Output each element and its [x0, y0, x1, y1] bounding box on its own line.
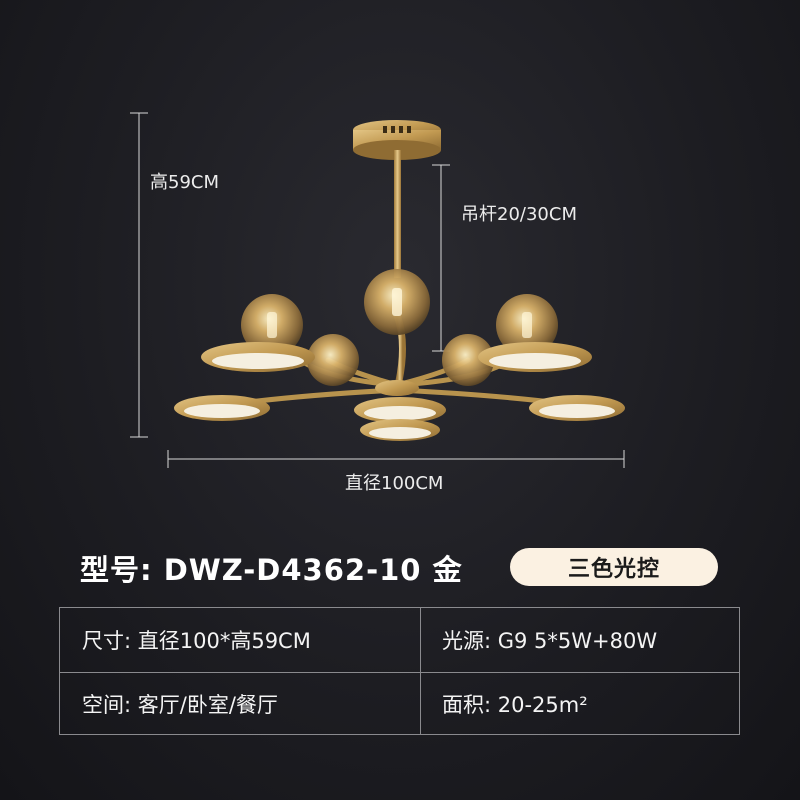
- spec-light-source: 光源: G9 5*5W+80W: [442, 628, 658, 653]
- model-number: 型号: DWZ-D4362-10 金: [80, 553, 463, 587]
- central-hub: [375, 380, 419, 396]
- down-rod: [394, 150, 401, 278]
- rod-length-label: 吊杆20/30CM: [461, 204, 577, 225]
- rod-dimension-line: [432, 164, 450, 352]
- spec-row: 空间: 客厅/卧室/餐厅 面积: 20-25m²: [60, 672, 739, 736]
- height-label: 高59CM: [150, 172, 220, 193]
- spec-table: 尺寸: 直径100*高59CM 光源: G9 5*5W+80W 空间: 客厅/卧…: [59, 607, 740, 735]
- spec-size: 尺寸: 直径100*高59CM: [82, 628, 311, 653]
- led-rings: [174, 342, 625, 441]
- height-dimension-line: [130, 112, 148, 438]
- glass-globes: [241, 269, 558, 386]
- product-stage: 高59CM 吊杆20/30CM 直径100CM: [130, 112, 625, 494]
- three-color-light-badge: 三色光控: [510, 548, 718, 586]
- spec-area: 面积: 20-25m²: [442, 692, 588, 717]
- chandelier-illustration: [130, 112, 625, 468]
- spec-row: 尺寸: 直径100*高59CM 光源: G9 5*5W+80W: [60, 608, 739, 673]
- diameter-label: 直径100CM: [345, 473, 444, 494]
- spec-column-divider: [420, 608, 421, 734]
- spec-space: 空间: 客厅/卧室/餐厅: [82, 692, 278, 717]
- model-row: 型号: DWZ-D4362-10 金 三色光控: [80, 545, 740, 589]
- diameter-dimension-line: [167, 450, 625, 468]
